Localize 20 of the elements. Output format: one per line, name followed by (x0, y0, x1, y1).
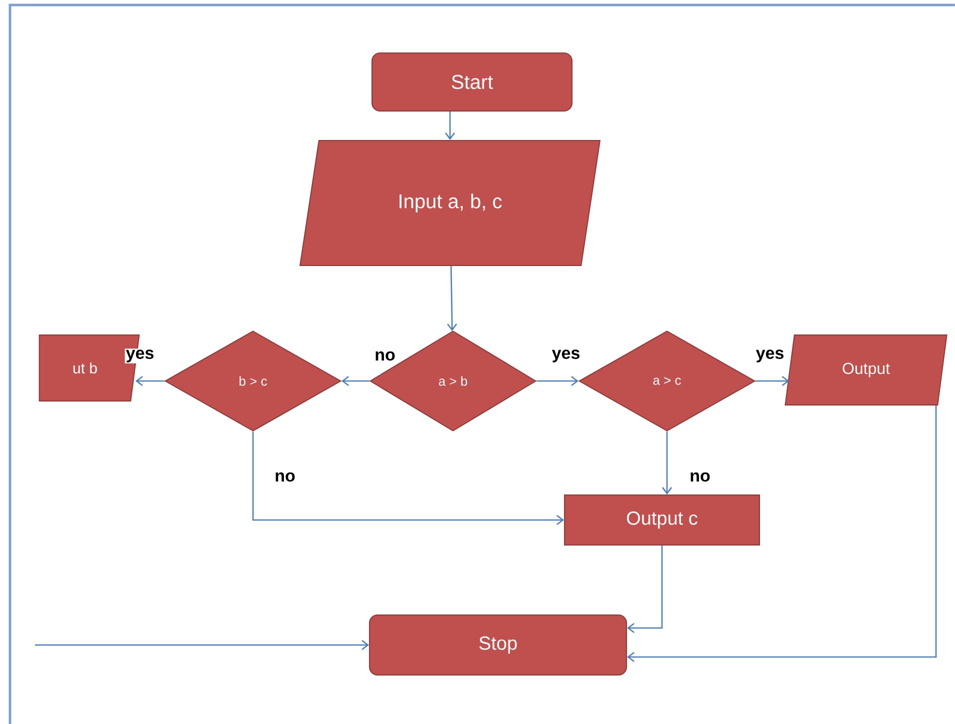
terminal-box: Start (372, 52, 572, 112)
output-parallelogram: Output (784, 334, 948, 406)
arrow (445, 112, 456, 140)
terminal-box: Stop (369, 614, 627, 676)
edge-label: no (688, 471, 712, 483)
arrow (447, 266, 458, 332)
arrow (662, 432, 672, 494)
edge-label: yes (124, 348, 156, 364)
edge-label: no (374, 350, 396, 362)
arrow (627, 546, 663, 634)
edge-label: no (274, 471, 296, 483)
arrow (627, 406, 937, 662)
process-box: Output c (564, 494, 760, 546)
edge-label: yes (754, 348, 786, 364)
arrow (756, 376, 790, 386)
arrow (135, 376, 164, 386)
arrow (252, 432, 564, 526)
arrow (342, 376, 370, 386)
arrow (536, 376, 578, 386)
arrow (35, 640, 369, 650)
